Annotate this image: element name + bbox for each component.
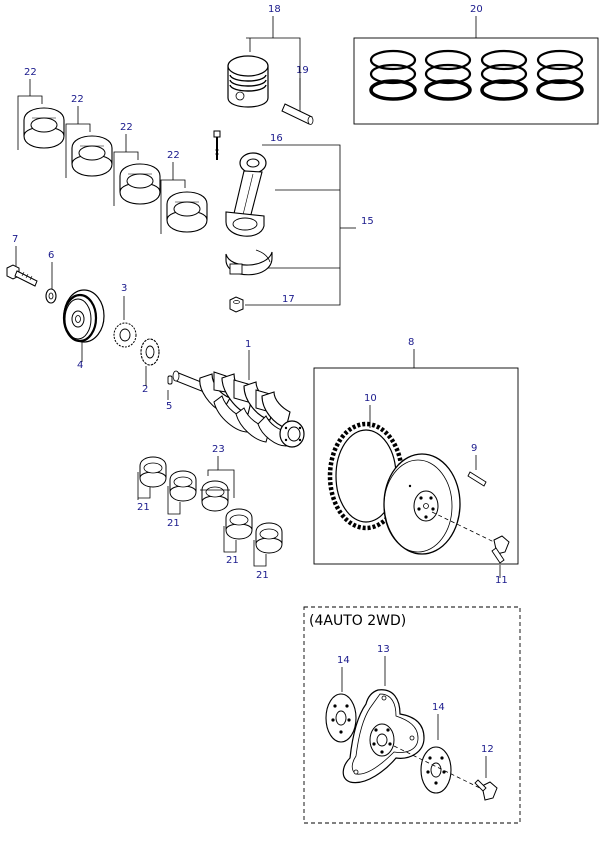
callout-23: 23 xyxy=(212,444,225,455)
callout-20: 20 xyxy=(470,4,483,15)
thrust-bearing xyxy=(200,480,230,512)
piston-group xyxy=(227,16,314,125)
callout-22-d: 22 xyxy=(167,150,180,161)
callout-10: 10 xyxy=(364,393,377,404)
callout-2: 2 xyxy=(142,384,148,395)
callout-19: 19 xyxy=(296,65,309,76)
callout-3: 3 xyxy=(121,283,127,294)
shim-plate-14a xyxy=(325,693,357,743)
main-bearing-shell xyxy=(23,107,65,149)
callout-21-d: 21 xyxy=(256,570,269,581)
crank-bearing-shell xyxy=(225,508,253,540)
inset-label: (4AUTO 2WD) xyxy=(309,613,406,629)
rod-nut xyxy=(229,296,244,313)
callout-22-b: 22 xyxy=(71,94,84,105)
main-bearings-22 xyxy=(17,79,208,234)
callout-21-c: 21 xyxy=(226,555,239,566)
piston-ring-set xyxy=(536,49,584,101)
piston-ring-set xyxy=(480,49,528,101)
main-bearing-shell xyxy=(71,135,113,177)
rod-bolt xyxy=(213,130,221,160)
callout-9: 9 xyxy=(471,443,477,454)
piston-rings-box xyxy=(353,37,599,125)
crankshaft-pulley xyxy=(62,289,105,343)
flywheel xyxy=(383,453,461,555)
pulley-bolt xyxy=(6,264,38,287)
callout-22-a: 22 xyxy=(24,67,37,78)
callout-15: 15 xyxy=(361,216,374,227)
callout-21-a: 21 xyxy=(137,502,150,513)
callout-16: 16 xyxy=(270,133,283,144)
callout-8: 8 xyxy=(408,337,414,348)
main-bearing-shell xyxy=(119,163,161,205)
flywheel-bolt xyxy=(491,535,510,578)
callout-22-c: 22 xyxy=(120,122,133,133)
main-bearing-shell xyxy=(166,191,208,233)
rod-cap xyxy=(225,249,273,276)
washer xyxy=(45,288,57,304)
dowel-pin xyxy=(467,455,487,487)
piston-rings-group xyxy=(353,16,599,125)
inset-box xyxy=(303,606,521,824)
connecting-rod-group xyxy=(213,130,356,313)
callout-7: 7 xyxy=(12,234,18,245)
shim-plate-14b xyxy=(420,746,452,794)
connecting-rod xyxy=(225,152,267,237)
callout-14-b: 14 xyxy=(432,702,445,713)
callout-18: 18 xyxy=(268,4,281,15)
piston xyxy=(227,55,269,108)
auto-2wd-inset: (4AUTO 2WD) xyxy=(303,606,521,824)
timing-sprocket-3 xyxy=(113,322,137,348)
drive-plate-13 xyxy=(342,689,425,784)
piston-ring-set xyxy=(369,49,417,101)
crank-bearings-group xyxy=(137,456,283,567)
callout-5: 5 xyxy=(166,401,172,412)
drive-plate-bolt xyxy=(474,779,498,801)
piston-ring-set xyxy=(424,49,472,101)
front-pulley-group xyxy=(6,246,173,400)
callout-11: 11 xyxy=(495,575,508,586)
callout-4: 4 xyxy=(77,360,83,371)
crankshaft xyxy=(172,350,305,448)
flywheel-group xyxy=(313,349,519,578)
crank-bearing-shell xyxy=(255,522,283,554)
crank-sprocket-2 xyxy=(140,338,160,366)
callout-14-a: 14 xyxy=(337,655,350,666)
callout-13: 13 xyxy=(377,644,390,655)
flywheel-box xyxy=(313,367,519,565)
crank-bearing-shell xyxy=(139,456,167,488)
piston-pin xyxy=(281,103,314,125)
callout-12: 12 xyxy=(481,744,494,755)
callout-6: 6 xyxy=(48,250,54,261)
crank-bearing-shell xyxy=(169,470,197,502)
callout-1: 1 xyxy=(245,339,251,350)
woodruff-key xyxy=(167,375,173,385)
callout-21-b: 21 xyxy=(167,518,180,529)
callout-17: 17 xyxy=(282,294,295,305)
